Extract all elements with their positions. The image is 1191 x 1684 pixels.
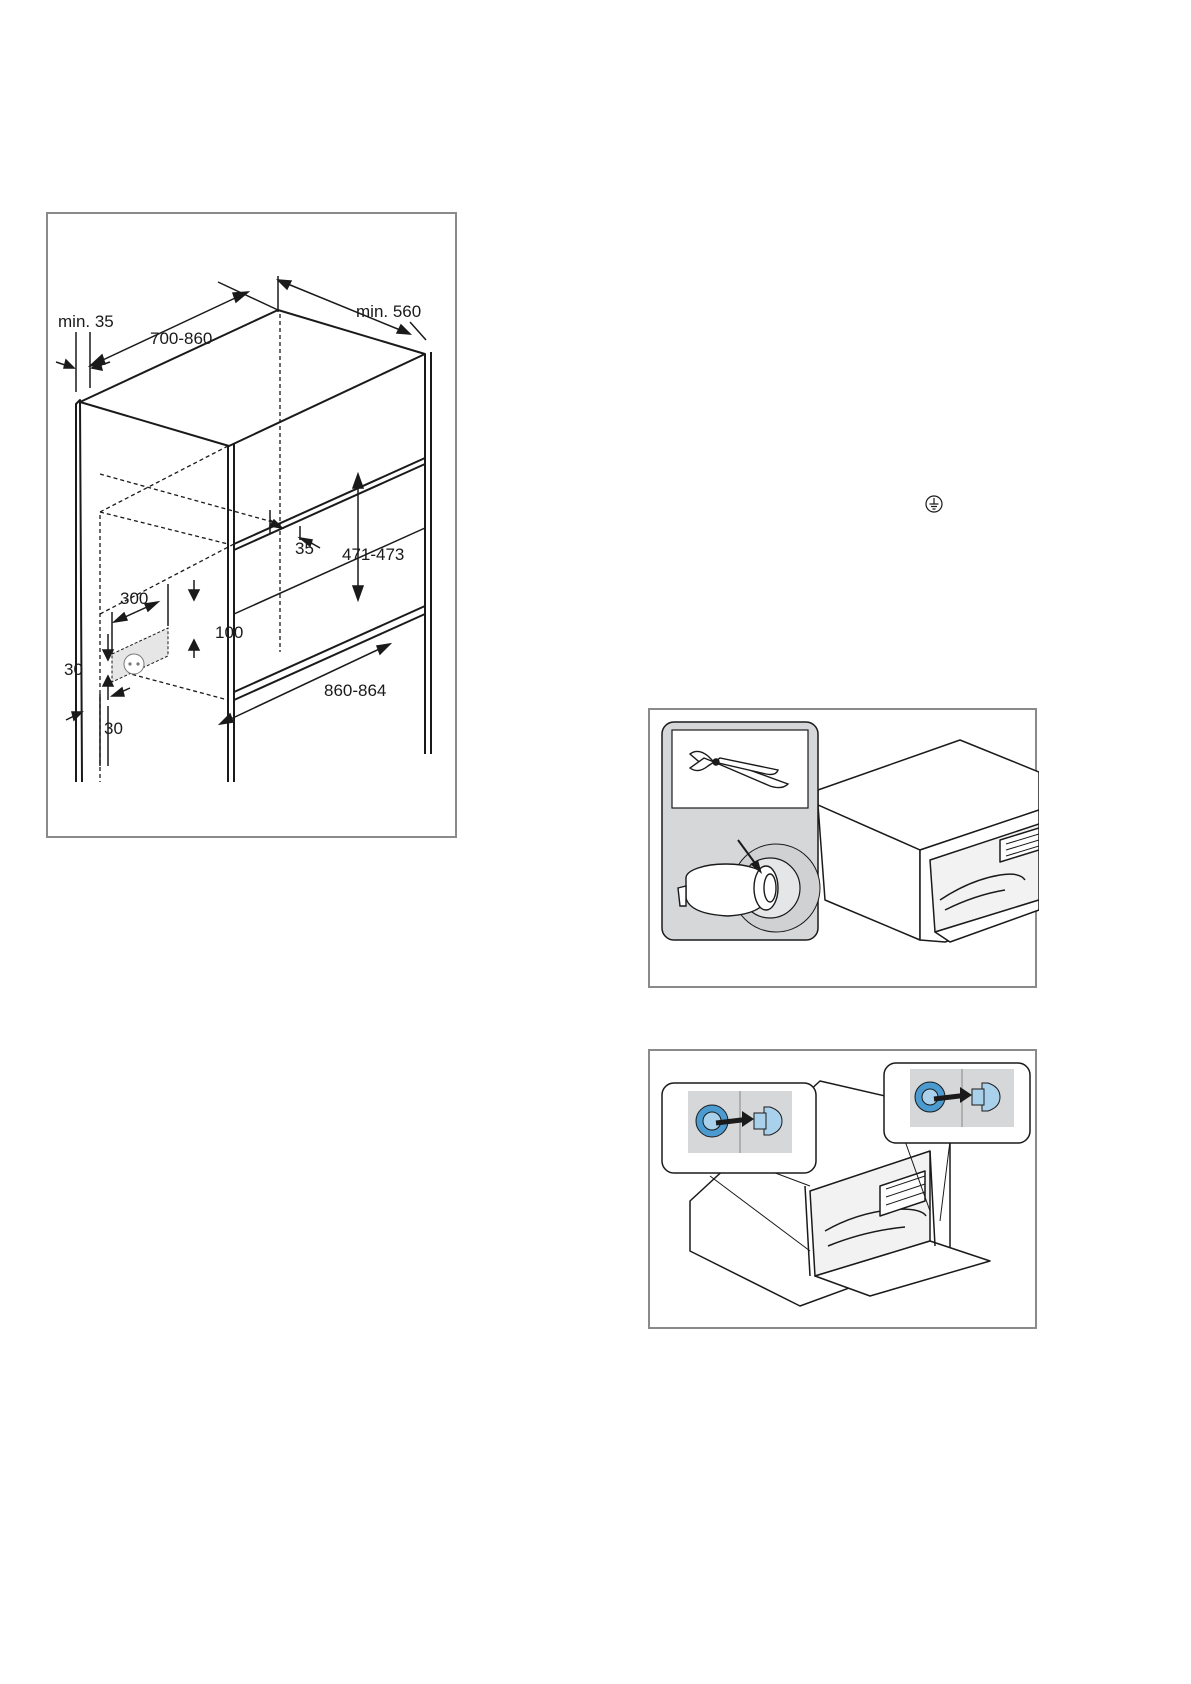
ground-symbol-icon xyxy=(925,495,943,513)
dim-rear-gap: 35 xyxy=(295,539,314,558)
dim-socket-offset-side: 30 xyxy=(104,719,123,738)
door-stopper-figure xyxy=(648,1049,1037,1329)
stopper-inset-right xyxy=(884,1063,1030,1143)
dim-socket-width: 300 xyxy=(120,589,148,608)
cabinet-top-panel xyxy=(80,310,425,446)
cabinet-drawing: min. 35 700-860 min. 560 35 471-473 300 … xyxy=(48,214,459,840)
dim-niche-height: 471-473 xyxy=(342,545,404,564)
dim-cabinet-width: 700-860 xyxy=(150,329,212,348)
dim-min-depth: min. 560 xyxy=(356,302,421,321)
cabinet-left-panel xyxy=(76,400,82,782)
mid-shelf xyxy=(234,528,425,614)
clip-inset-panel xyxy=(662,722,820,940)
dim-socket-height: 100 xyxy=(215,623,243,642)
dim-shelf-height: 860-864 xyxy=(324,681,386,700)
cabinet-right-post xyxy=(425,352,431,754)
socket-area xyxy=(112,628,168,682)
cable-clip-icon xyxy=(678,864,778,916)
dim-min-side-gap: min. 35 xyxy=(58,312,114,331)
socket-icon xyxy=(124,654,144,674)
clip-removal-drawing xyxy=(650,710,1039,990)
cabinet-front-post xyxy=(228,444,234,782)
clip-removal-figure xyxy=(648,708,1037,988)
dim-socket-offset-top: 30 xyxy=(64,660,83,679)
upper-shelf xyxy=(234,458,425,550)
door-stopper-drawing xyxy=(650,1051,1039,1331)
cabinet-dimension-figure: min. 35 700-860 min. 560 35 471-473 300 … xyxy=(46,212,457,838)
stopper-inset-left xyxy=(662,1083,816,1173)
